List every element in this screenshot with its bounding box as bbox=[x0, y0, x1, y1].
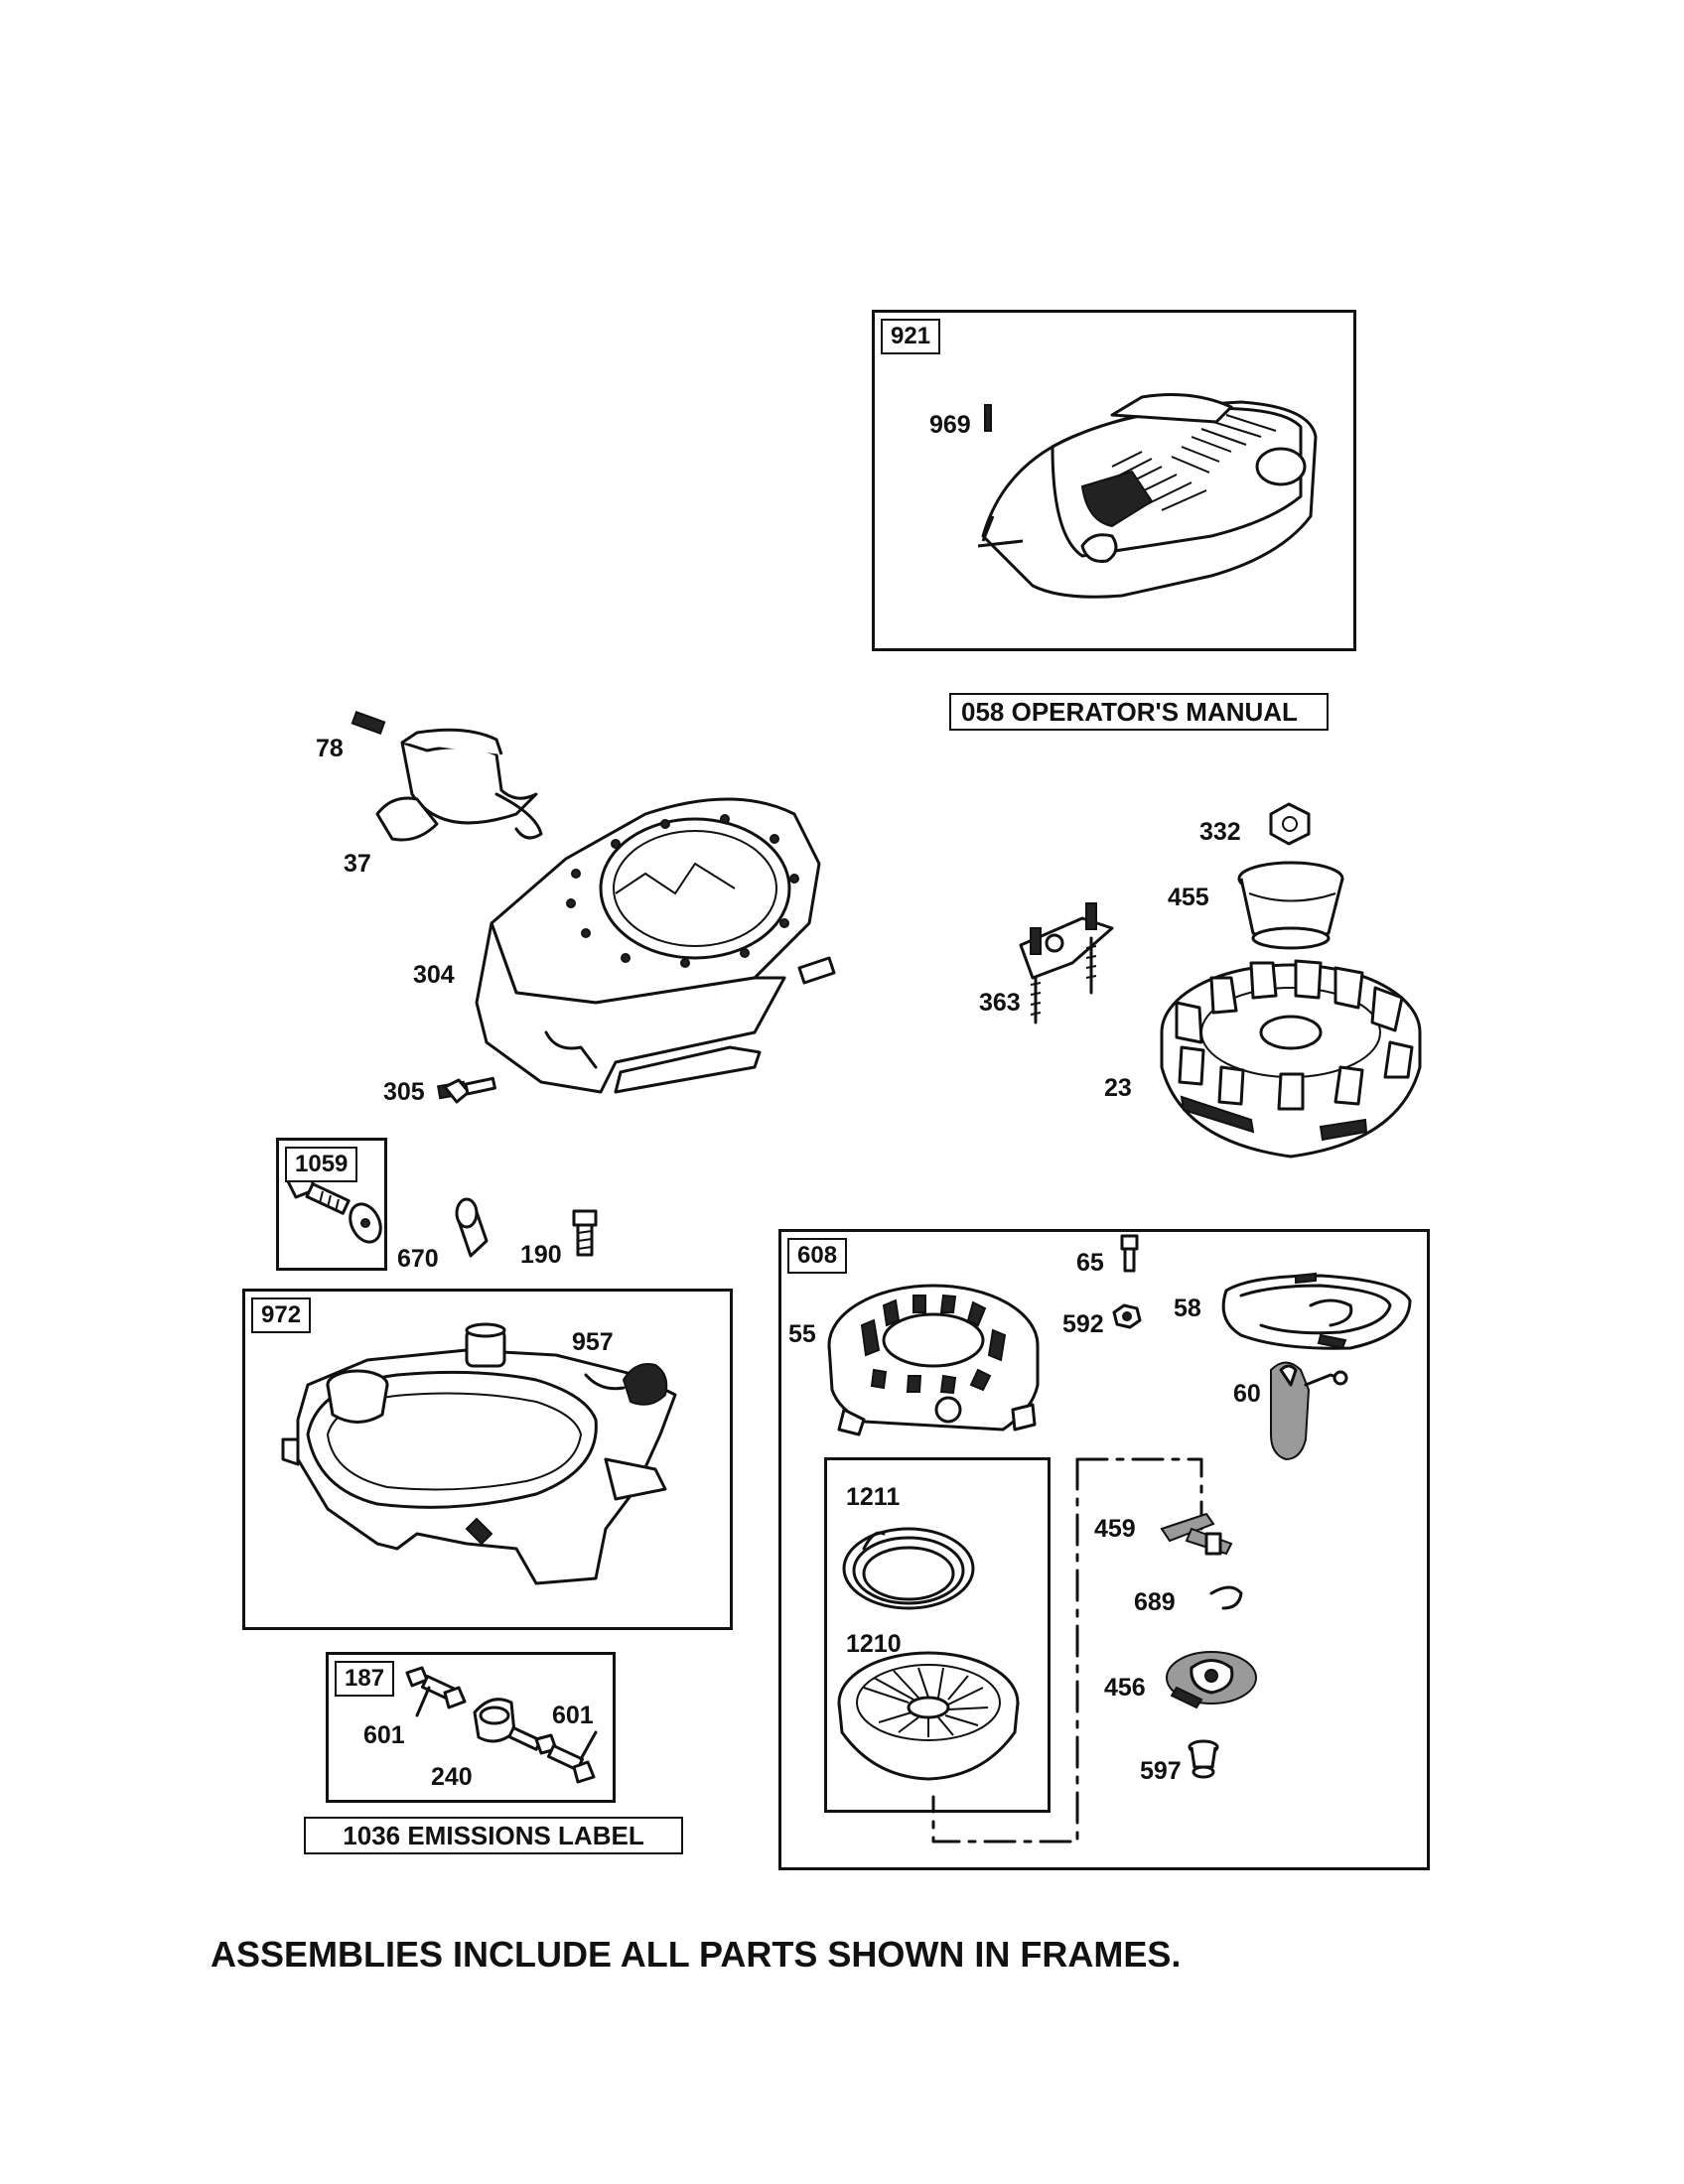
callout-601-left: 601 bbox=[363, 1721, 405, 1749]
check-valve-drawing bbox=[405, 1666, 598, 1784]
callout-670: 670 bbox=[397, 1245, 439, 1273]
callout-78: 78 bbox=[316, 735, 344, 762]
operators-manual-note: 058 OPERATOR'S MANUAL bbox=[949, 693, 1329, 731]
fuel-cap-drawing bbox=[584, 1363, 668, 1406]
callout-190: 190 bbox=[520, 1241, 562, 1269]
callout-37: 37 bbox=[344, 850, 371, 878]
callout-597: 597 bbox=[1140, 1757, 1182, 1785]
callout-65: 65 bbox=[1076, 1249, 1104, 1277]
callout-689: 689 bbox=[1134, 1588, 1176, 1616]
frame-972: 972 bbox=[242, 1289, 733, 1630]
blower-housing-drawing bbox=[436, 797, 836, 1100]
assemblies-footnote: ASSEMBLIES INCLUDE ALL PARTS SHOWN IN FR… bbox=[210, 1934, 1182, 1975]
spring-1211-drawing bbox=[842, 1527, 975, 1610]
callout-240: 240 bbox=[431, 1763, 473, 1791]
callout-60: 60 bbox=[1233, 1380, 1261, 1408]
engine-cover-drawing bbox=[977, 393, 1318, 599]
frame-1059-label: 1059 bbox=[285, 1147, 358, 1182]
spacer-fitting-drawing bbox=[455, 1197, 598, 1258]
callout-969: 969 bbox=[929, 411, 971, 439]
callout-305: 305 bbox=[383, 1078, 425, 1106]
pawl-459-drawing bbox=[1160, 1512, 1233, 1556]
callout-332: 332 bbox=[1199, 818, 1241, 846]
frame-972-label: 972 bbox=[251, 1297, 312, 1333]
rope-58-drawing bbox=[1221, 1272, 1412, 1350]
callout-601-right: 601 bbox=[552, 1702, 594, 1729]
frame-608-label: 608 bbox=[787, 1238, 848, 1274]
emissions-label-note: 1036 EMISSIONS LABEL bbox=[304, 1817, 683, 1854]
callout-1211: 1211 bbox=[846, 1483, 901, 1511]
screw-597-drawing bbox=[1188, 1739, 1219, 1779]
fuel-tank-drawing bbox=[281, 1322, 677, 1585]
handle-60-drawing bbox=[1270, 1361, 1348, 1461]
screw-65-drawing bbox=[1120, 1234, 1139, 1273]
nut-cup-drawing bbox=[1237, 802, 1344, 950]
recoil-housing-drawing bbox=[827, 1284, 1040, 1436]
frame-921: 921 bbox=[872, 310, 1356, 651]
clip-689-drawing bbox=[1209, 1585, 1243, 1610]
frame-187-label: 187 bbox=[335, 1661, 395, 1697]
callout-58: 58 bbox=[1174, 1295, 1201, 1322]
frame-1211-1210 bbox=[824, 1457, 1051, 1813]
bolt-305-drawing bbox=[443, 1076, 496, 1104]
callout-459: 459 bbox=[1094, 1515, 1136, 1543]
frame-608: 608 bbox=[778, 1229, 1430, 1870]
callout-363: 363 bbox=[979, 989, 1021, 1017]
nut-592-drawing bbox=[1112, 1303, 1142, 1329]
retainer-456-drawing bbox=[1166, 1651, 1257, 1709]
frame-187: 187 bbox=[326, 1652, 616, 1803]
bracket-drawing bbox=[1019, 902, 1114, 1024]
pulley-1210-drawing bbox=[837, 1651, 1020, 1781]
frame-1059: 1059 bbox=[276, 1138, 387, 1271]
callout-455: 455 bbox=[1168, 884, 1209, 911]
callout-304: 304 bbox=[413, 961, 455, 989]
baffle-drawing bbox=[351, 710, 543, 842]
callout-592: 592 bbox=[1062, 1310, 1104, 1338]
callout-456: 456 bbox=[1104, 1674, 1146, 1702]
callout-957: 957 bbox=[572, 1328, 614, 1356]
callout-23: 23 bbox=[1104, 1074, 1132, 1102]
callout-55: 55 bbox=[788, 1320, 816, 1348]
frame-921-label: 921 bbox=[881, 319, 941, 354]
callout-1210: 1210 bbox=[846, 1630, 902, 1658]
flywheel-drawing bbox=[1160, 959, 1422, 1159]
connector-lines bbox=[931, 1457, 1203, 1843]
